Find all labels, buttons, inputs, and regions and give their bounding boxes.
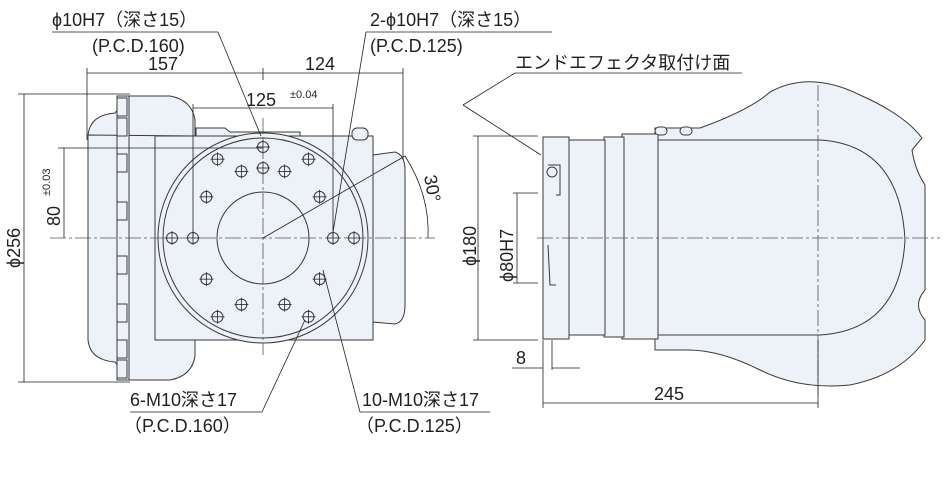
dim-80h7: ϕ80H7 [497,229,517,282]
dim-180: ϕ180 [460,226,480,266]
side-dimensions [462,72,819,408]
dowel-outer-pcd: (P.C.D.160) [92,36,185,56]
dim-124: 124 [305,54,335,74]
dim-80: 80 [44,206,64,226]
dim-125: 125 [246,90,276,110]
dowel-inner-label: 2-ϕ10H7（深さ15） [370,10,531,30]
dim-256: ϕ256 [4,228,24,268]
front-dimensions [18,31,552,413]
dim-8: 8 [516,348,526,368]
dim-245: 245 [654,384,684,404]
dim-157: 157 [148,54,178,74]
mount-surface-label: エンドエフェクタ取付け面 [515,53,730,73]
front-view [50,95,435,381]
annotation-text: ϕ10H7（深さ15） (P.C.D.160) 2-ϕ10H7（深さ15） (P… [4,10,730,436]
tap-inner-label: 10-M10深さ17 [362,390,479,410]
dim-80-tol: ±0.03 [41,169,53,196]
tap-outer-label: 6-M10深さ17 [130,390,237,410]
dowel-inner-pcd: (P.C.D.125) [370,36,463,56]
dim-angle: 30° [420,173,444,203]
tap-inner-pcd: （P.C.D.125） [356,416,473,436]
dowel-outer-label: ϕ10H7（深さ15） [52,10,197,30]
side-view [537,81,940,395]
dim-125-tol: ±0.04 [290,89,317,101]
tap-outer-pcd: （P.C.D.160） [124,416,241,436]
